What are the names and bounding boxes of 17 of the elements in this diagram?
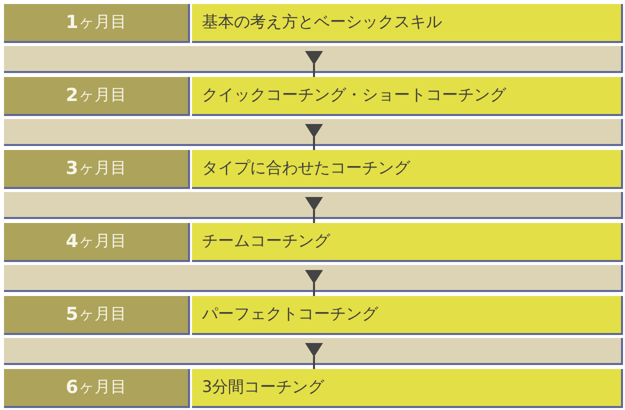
month-label: 3ヶ月目 <box>4 150 190 189</box>
arrow-band <box>4 43 623 77</box>
course-step: クイックコーチング・ショートコーチング <box>192 77 623 116</box>
course-step: パーフェクトコーチング <box>192 296 623 335</box>
arrow-band <box>4 116 623 150</box>
month-label: 1ヶ月目 <box>4 4 190 43</box>
month-label: 6ヶ月目 <box>4 369 190 408</box>
course-step: 3分間コーチング <box>192 369 623 408</box>
course-step: チームコーチング <box>192 223 623 262</box>
month-label: 5ヶ月目 <box>4 296 190 335</box>
month-label: 4ヶ月目 <box>4 223 190 262</box>
month-label: 2ヶ月目 <box>4 77 190 116</box>
arrow-band <box>4 335 623 369</box>
course-step: 基本の考え方とベーシックスキル <box>192 4 623 43</box>
course-step: タイプに合わせたコーチング <box>192 150 623 189</box>
arrow-band <box>4 262 623 296</box>
arrow-band <box>4 189 623 223</box>
